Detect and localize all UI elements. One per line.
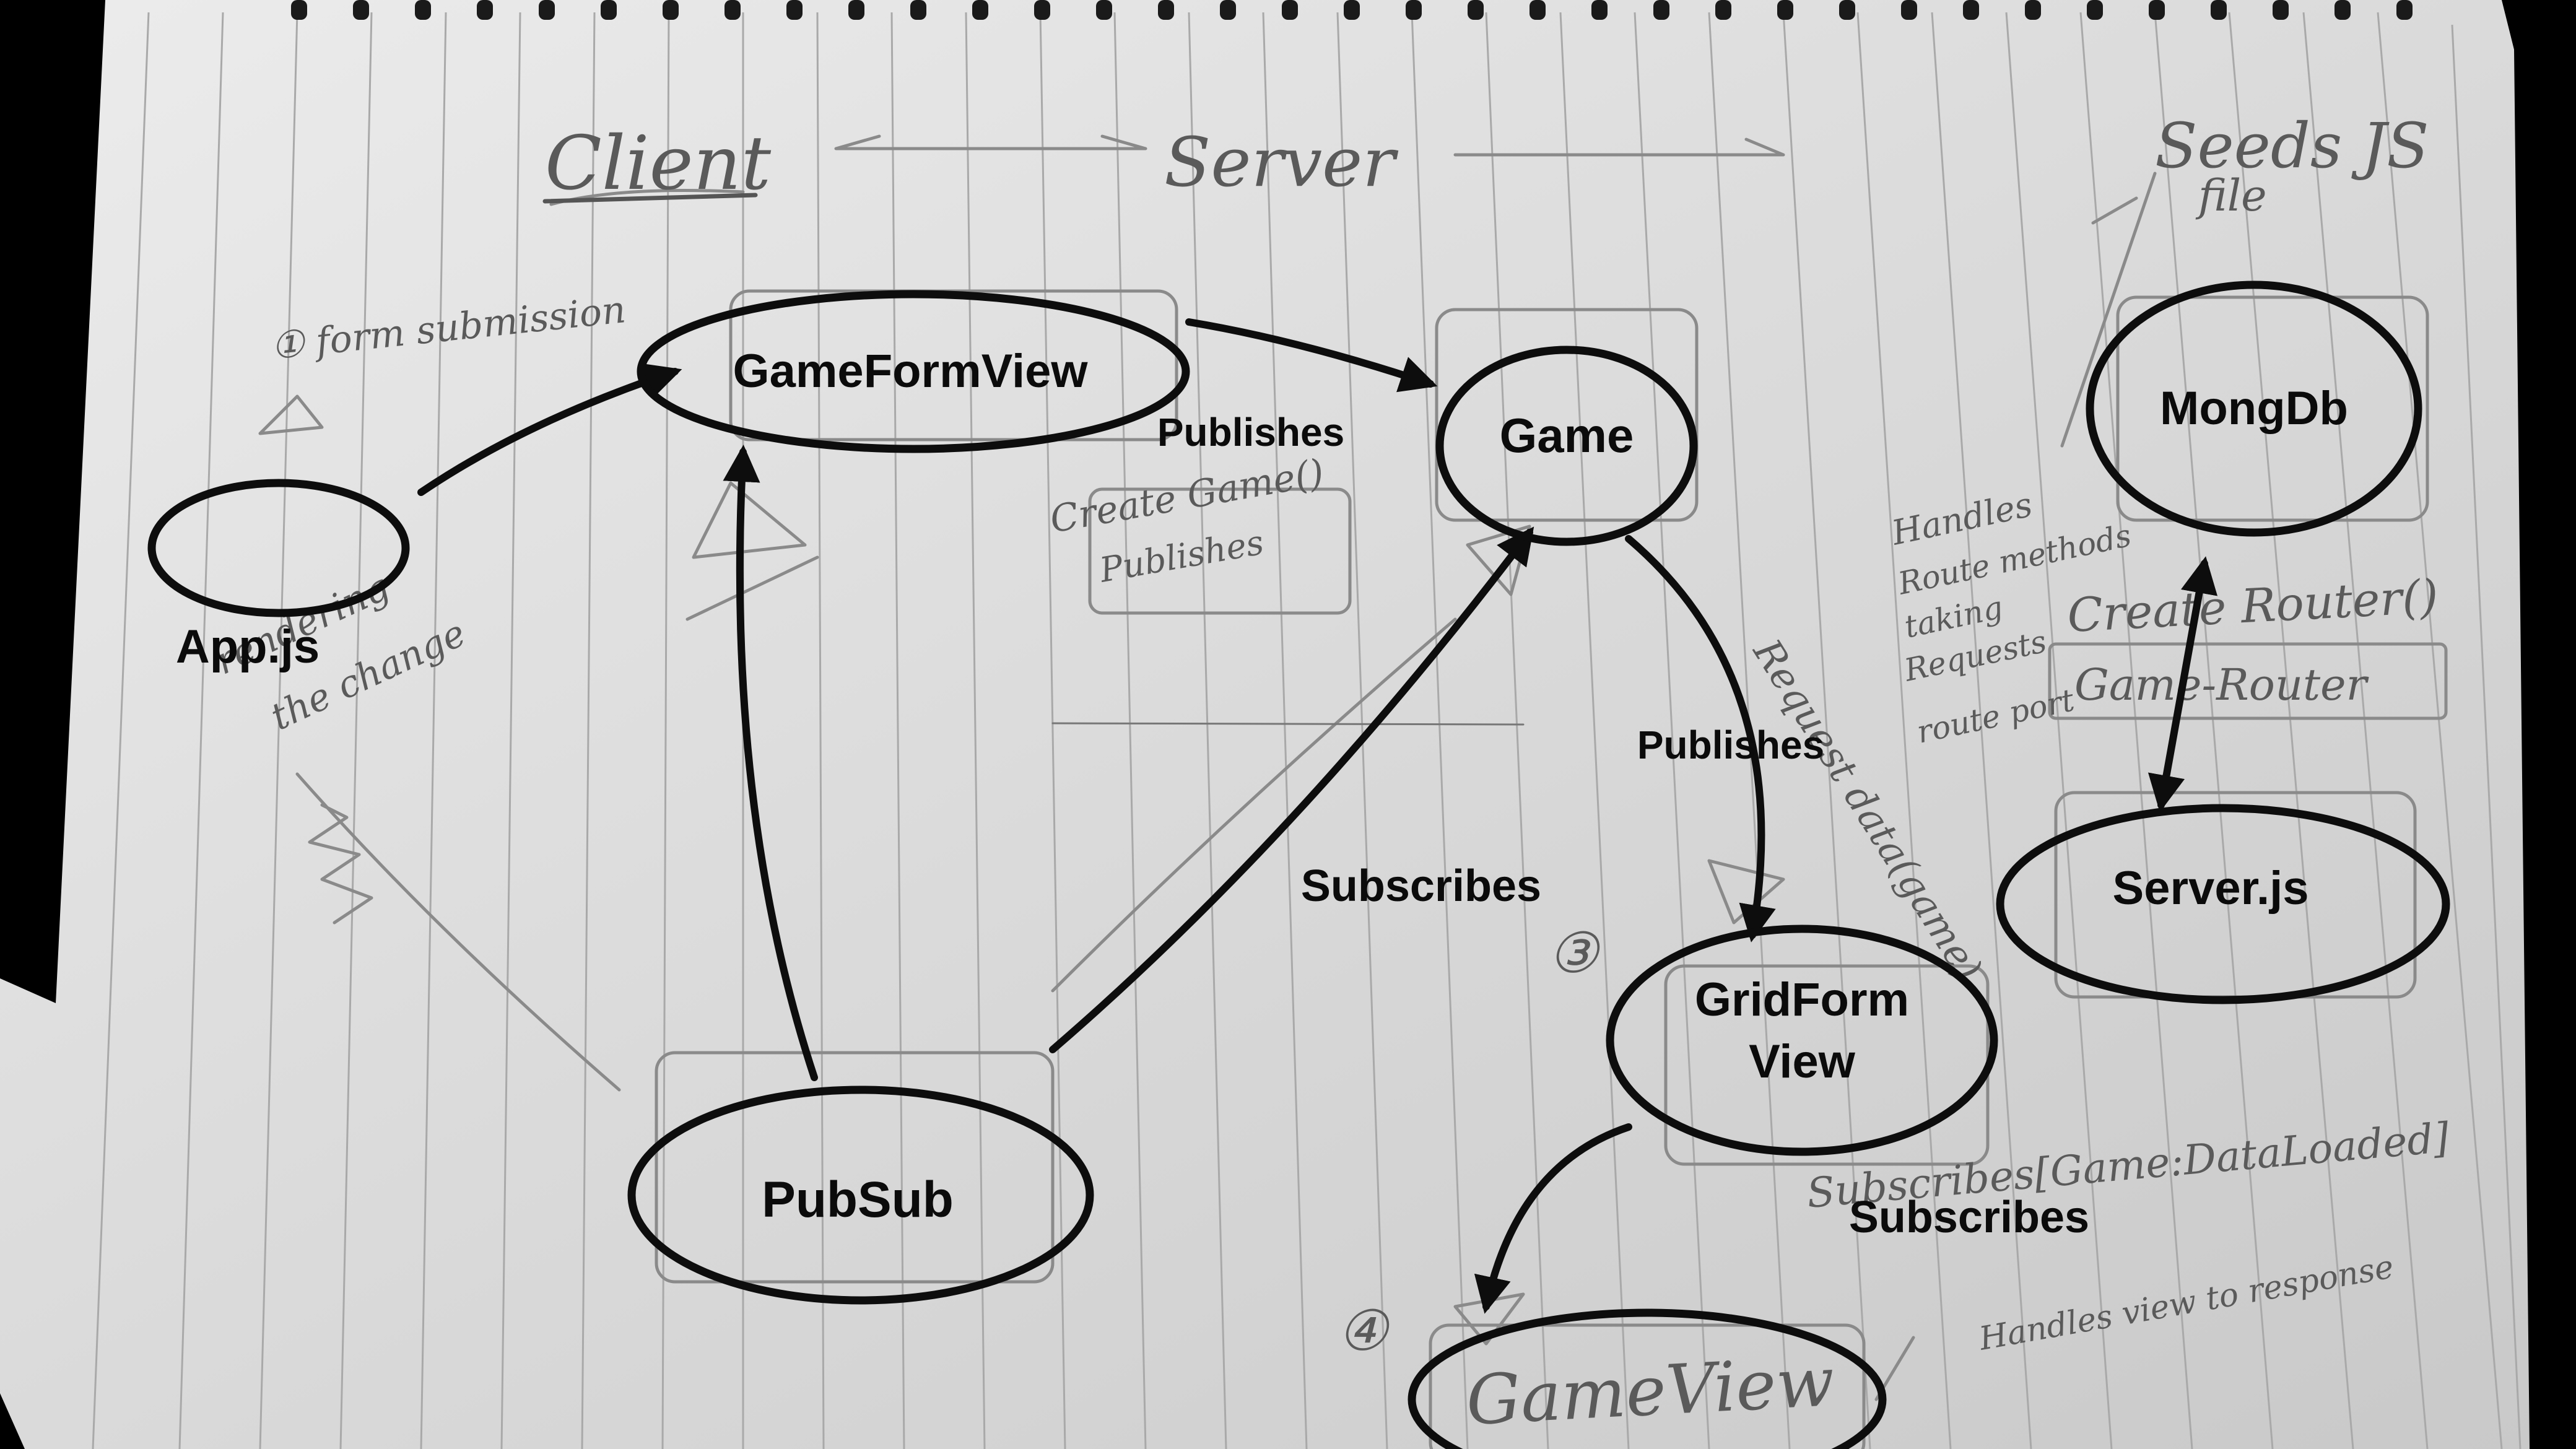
note-server: Server xyxy=(1164,123,1399,202)
pencil-sketches xyxy=(258,134,2448,1449)
serverjs-ellipse xyxy=(1996,804,2450,1004)
edge-label-subscribes-bottom: Subscribes xyxy=(1849,1193,2089,1242)
label-gridformview-line2: View xyxy=(1749,1035,1856,1088)
spiral-binding xyxy=(291,0,2413,20)
node-ellipses xyxy=(147,281,2450,1449)
label-gameformview: GameFormView xyxy=(733,345,1088,398)
edge-labels: Publishes Publishes Subscribes Subscribe… xyxy=(1157,410,2089,1242)
ink-arrows xyxy=(417,318,2218,1314)
arrow-serverjs-mongodb xyxy=(2147,556,2218,812)
gameformview-ellipse xyxy=(637,290,1190,453)
arrow-gameformview-to-game xyxy=(1185,318,1438,393)
label-game: Game xyxy=(1500,408,1634,463)
edge-label-publishes-top: Publishes xyxy=(1157,410,1344,455)
edge-label-publishes-right: Publishes xyxy=(1637,723,1824,767)
label-serverjs: Server.js xyxy=(2113,862,2309,915)
ruled-lines xyxy=(92,12,2522,1449)
arrow-pubsub-to-game xyxy=(1049,526,1534,1053)
label-pubsub: PubSub xyxy=(762,1172,954,1228)
note-seeds-file: file xyxy=(2195,170,2267,221)
appjs-ellipse xyxy=(147,479,410,617)
mongodb-ellipse xyxy=(2086,281,2422,537)
note-game-router: Game-Router xyxy=(2074,659,2369,710)
arrow-pubsub-to-gameformview xyxy=(723,445,818,1081)
arrow-appjs-to-gameformview xyxy=(417,363,682,496)
pubsub-ellipse xyxy=(627,1086,1094,1305)
note-seeds: Seeds JS xyxy=(2155,110,2429,182)
note-step4: ④ xyxy=(1338,1299,1390,1364)
arrow-game-to-gridformview xyxy=(1625,535,1776,942)
node-labels: GameFormView Game MongDb App.js Server.j… xyxy=(176,345,2348,1228)
gridformview-ellipse xyxy=(1606,925,1998,1156)
label-mongodb: MongDb xyxy=(2160,382,2348,435)
edge-label-subscribes-center: Subscribes xyxy=(1301,861,1541,911)
gameview-ellipse xyxy=(1408,1308,1887,1449)
note-gameview: GameView xyxy=(1464,1342,1837,1440)
note-client: Client xyxy=(545,121,772,207)
label-gridformview-line1: GridForm xyxy=(1695,973,1909,1026)
game-ellipse xyxy=(1435,346,1698,546)
arrow-gridformview-to-gameview xyxy=(1474,1123,1632,1314)
label-appjs: App.js xyxy=(176,620,320,673)
note-step3: ③ xyxy=(1548,921,1601,986)
